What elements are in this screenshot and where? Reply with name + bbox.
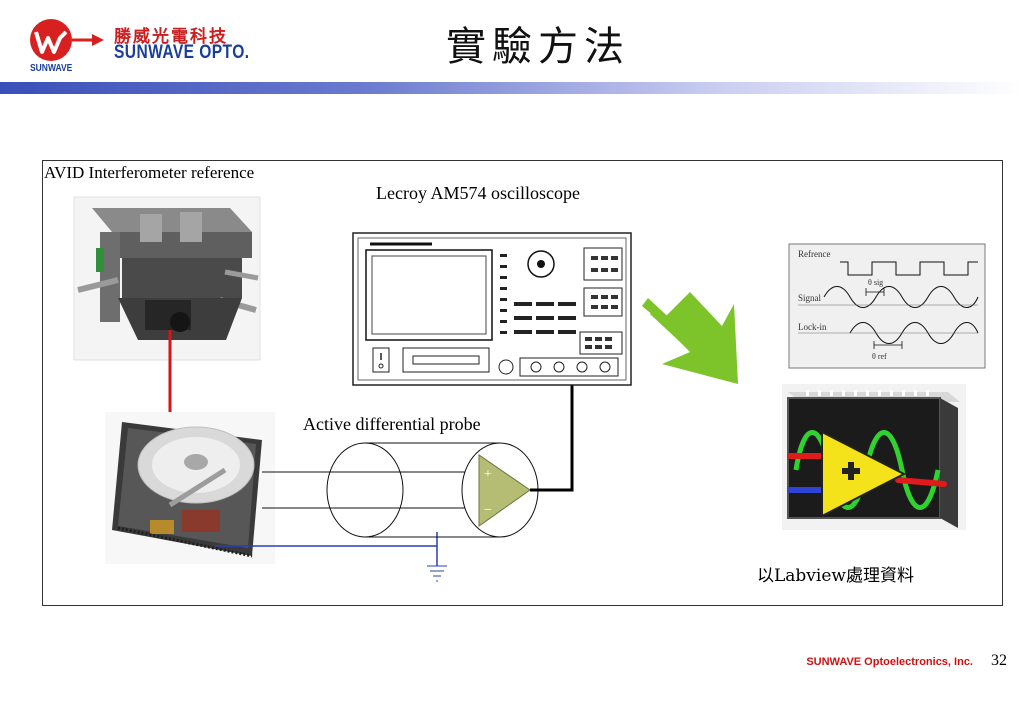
probe-minus-sign: − [484,503,492,518]
waveform-reference-label: Refrence [798,249,830,259]
ground-symbol [427,565,447,582]
diagram-frame [42,160,1003,606]
footer-company: SUNWAVE Optoelectronics, Inc. [806,656,973,668]
sunwave-logo-icon [30,19,104,61]
page-title: 實驗方法 [446,24,630,70]
oscilloscope-label: Lecroy AM574 oscilloscope [376,183,580,203]
output-arrow-icon [642,292,738,384]
interferometer-image [73,196,261,361]
differential-probe [326,442,539,538]
probe-label: Active differential probe [303,414,481,434]
labview-icon [782,384,966,530]
header-bar [0,82,1023,94]
theta-ref-label: θ ref [872,352,887,361]
company-name-zh: 勝威光電科技 [114,27,228,47]
company-name-en: SUNWAVE OPTO. [114,42,250,63]
probe-plus-sign: + [484,467,492,482]
logo-caption: SUNWAVE [30,63,73,74]
interferometer-label: AVID Interferometer reference [44,163,255,182]
theta-sig-label: θ sig [868,278,883,287]
probe-output-cable [530,370,574,492]
waveform-lockin-label: Lock-in [798,322,827,332]
lockin-waveform-panel [788,243,986,369]
waveform-signal-label: Signal [798,293,822,303]
page-number: 32 [991,652,1007,669]
logo [28,16,112,76]
oscilloscope [352,232,632,386]
labview-label: 以Labview處理資料 [757,566,914,586]
hard-drive-image [105,412,275,564]
